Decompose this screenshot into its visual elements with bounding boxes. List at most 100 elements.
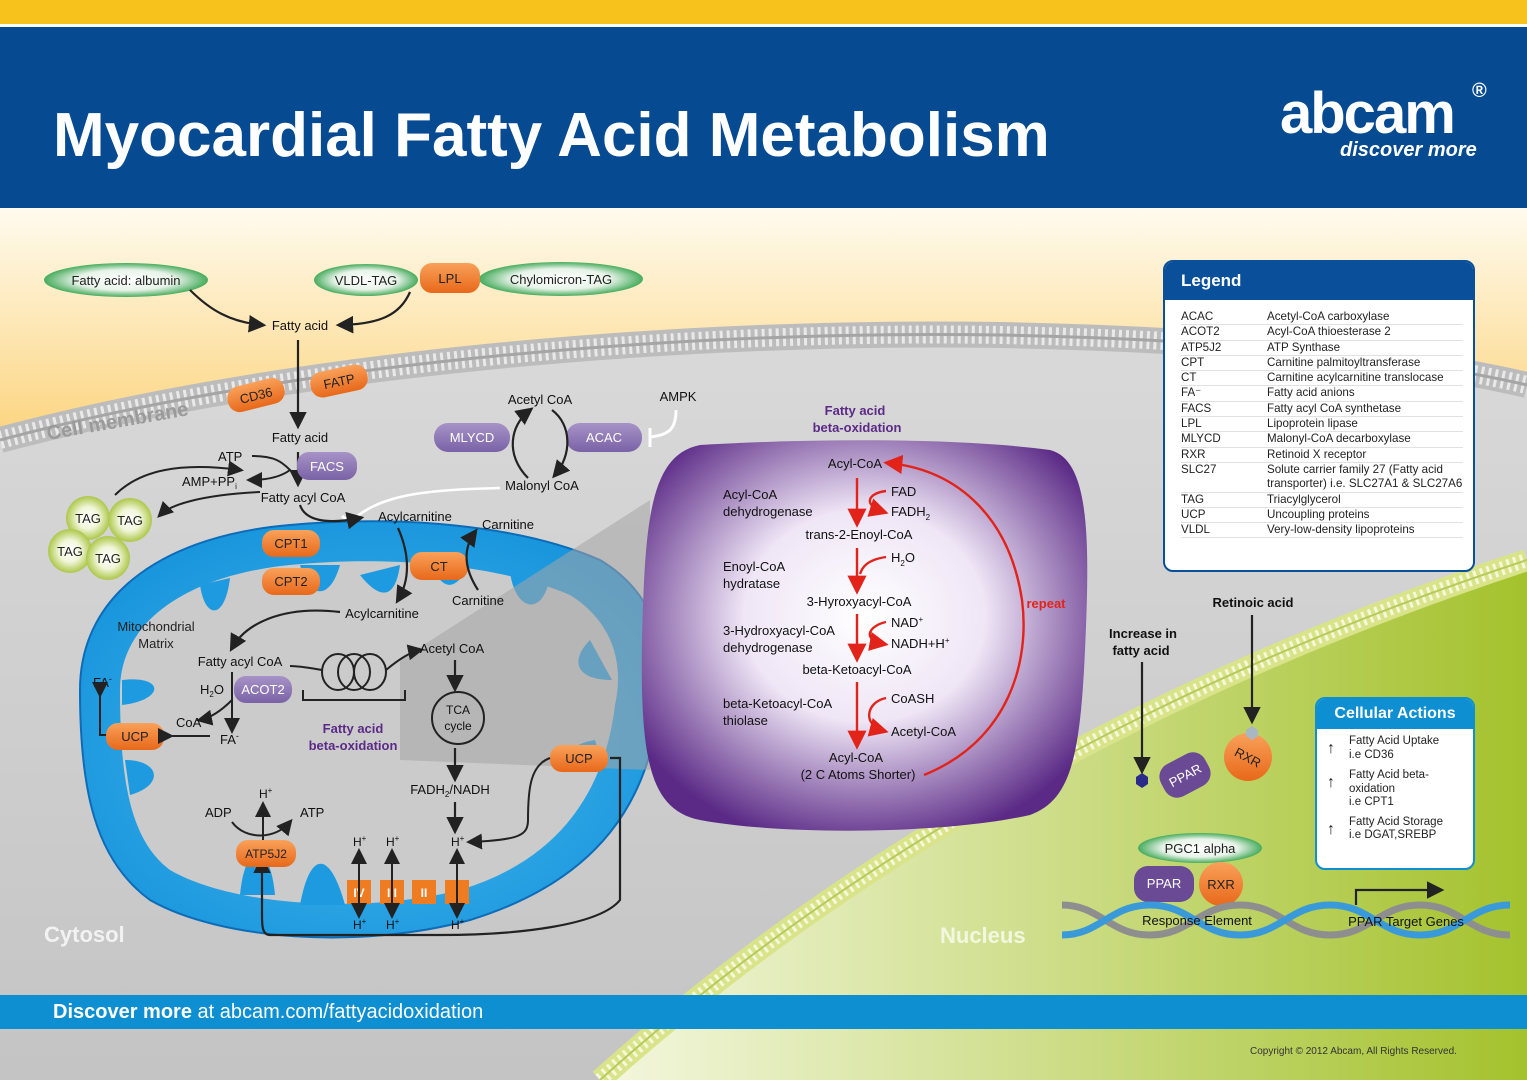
acetyl-coa-beta: Acetyl-CoA (891, 724, 956, 739)
cpt1-label: CPT1 (274, 536, 307, 551)
beta-oxidation-panel (641, 440, 1088, 831)
legend-def: ATP Synthase (1267, 340, 1341, 354)
ucp-enzyme-right (550, 745, 608, 772)
fadh2-label: FADH2 (891, 504, 931, 522)
matrix-beta-ox-title-1: Fatty acid (323, 721, 384, 736)
action-example: i.e DGAT,SREBP (1349, 829, 1437, 841)
acetyl-coa-cytosol: Acetyl CoA (508, 392, 573, 407)
beta-ox-title-2: beta-oxidation (813, 420, 902, 435)
legend-def: Solute carrier family 27 (Fatty acid tra… (1267, 462, 1463, 491)
h-plus-atp: H+ (259, 786, 273, 801)
legend-row: ATP5J2 ATP Synthase (1181, 341, 1463, 356)
top-accent-bar (0, 0, 1527, 24)
nad-label: NAD+ (891, 615, 923, 630)
malonyl-coa-label: Malonyl CoA (505, 478, 579, 493)
fatty-acid-cytosol: Fatty acid (272, 430, 328, 445)
legend-abbr: CT (1181, 371, 1197, 385)
legend-def: Fatty acid anions (1267, 386, 1355, 400)
up-arrow-icon: ↑ (1327, 820, 1335, 838)
retinoic-ligand (1246, 726, 1258, 740)
legend-def: Fatty acyl CoA synthetase (1267, 401, 1402, 415)
pgc1-alpha-oval (1138, 833, 1262, 863)
nadh-label: NADH+H+ (891, 636, 950, 651)
thiolase-2: thiolase (723, 713, 768, 728)
coa-label: CoA (176, 715, 202, 730)
tag-droplet-4 (86, 536, 130, 580)
response-element-label: Response Element (1142, 913, 1252, 928)
increase-fa-1: Increase in (1109, 626, 1177, 641)
legend-def: Very-low-density lipoproteins (1267, 523, 1415, 537)
fa-minus-matrix: FA- (220, 731, 239, 747)
complex-ii: II (421, 886, 428, 900)
ppar-dna-bound (1134, 866, 1194, 902)
cpt2-label: CPT2 (274, 574, 307, 589)
legend-abbr: MLYCD (1181, 432, 1221, 446)
nucleus-label: Nucleus (940, 923, 1026, 948)
legend-def: Retinoid X receptor (1267, 447, 1367, 461)
footer-link[interactable]: Discover more at abcam.com/fattyacidoxid… (53, 1001, 483, 1024)
tag-label-1: TAG (75, 511, 101, 526)
legend-abbr: CPT (1181, 355, 1205, 369)
action-line: Fatty Acid beta-oxidation (1349, 769, 1429, 795)
cytosol-label: Cytosol (44, 922, 125, 947)
footer-url[interactable]: at abcam.com/fattyacidoxidation (191, 1001, 484, 1023)
cpt2-enzyme (262, 568, 320, 595)
chylomicron-tag-label: Chylomicron-TAG (510, 272, 612, 287)
fadh2-nadh-label: FADH2/NADH (410, 782, 490, 799)
nucleus-region (600, 560, 1527, 1080)
action-example: i.e CPT1 (1349, 796, 1394, 808)
vldl-tag-oval (314, 264, 418, 296)
fad-label: FAD (891, 484, 916, 499)
rxr-dna-bound (1199, 862, 1243, 906)
legend-abbr: LPL (1181, 417, 1202, 431)
trans-enoyl-coa: trans-2-Enoyl-CoA (806, 527, 913, 542)
header-banner (0, 27, 1527, 208)
legend-abbr: FA⁻ (1181, 386, 1202, 400)
enoyl-hydratase-1: Enoyl-CoA (723, 559, 785, 574)
ppar-receptor (1159, 752, 1211, 798)
increase-fa-2: fatty acid (1112, 643, 1169, 658)
atp-mito-label: ATP (300, 805, 324, 820)
atp-label: ATP (218, 449, 242, 464)
up-arrow-icon: ↑ (1327, 774, 1335, 791)
tag-droplet-2 (108, 498, 152, 542)
fatty-acid-albumin-oval (44, 263, 208, 297)
tca-cycle (431, 691, 485, 745)
legend-def: Triacylglycerol (1267, 492, 1341, 506)
coash-label: CoASH (891, 691, 934, 706)
mito-matrix-label-1: Mitochondrial (117, 619, 194, 634)
fatty-acid-albumin-label: Fatty acid: albumin (71, 273, 180, 288)
beta-ox-title-1: Fatty acid (825, 403, 886, 418)
legend-def: Carnitine acylcarnitine translocase (1267, 371, 1444, 385)
carnitine-cytosol: Carnitine (482, 517, 534, 532)
logo-tagline: discover more (1340, 139, 1477, 161)
chylomicron-tag-oval (479, 262, 643, 296)
ucp-enzyme-left (106, 723, 164, 750)
beta-ox-red-pathway (847, 454, 1025, 777)
thiolase-1: beta-Ketoacyl-CoA (723, 696, 832, 711)
cd36-transporter (227, 377, 285, 413)
registered-mark: ® (1472, 80, 1487, 102)
abcam-logo[interactable]: abcam (1280, 81, 1456, 146)
repeat-label: repeat (1026, 596, 1066, 611)
ucp-label-right: UCP (565, 751, 592, 766)
action-example: i.e CD36 (1349, 748, 1394, 761)
fatty-acyl-coa-matrix: Fatty acyl CoA (198, 654, 283, 669)
tag-label-2: TAG (117, 513, 143, 528)
rxr-receptor (1224, 733, 1272, 781)
acot2-label: ACOT2 (241, 682, 284, 697)
lpl-label: LPL (438, 271, 461, 286)
mito-matrix-label-2: Matrix (138, 636, 174, 651)
legend-abbr: ATP5J2 (1181, 340, 1222, 354)
pgc1-alpha-label: PGC1 alpha (1165, 841, 1237, 856)
atp5j2-label: ATP5J2 (245, 847, 287, 861)
ct-label: CT (430, 559, 447, 574)
legend-abbr: RXR (1181, 447, 1206, 461)
